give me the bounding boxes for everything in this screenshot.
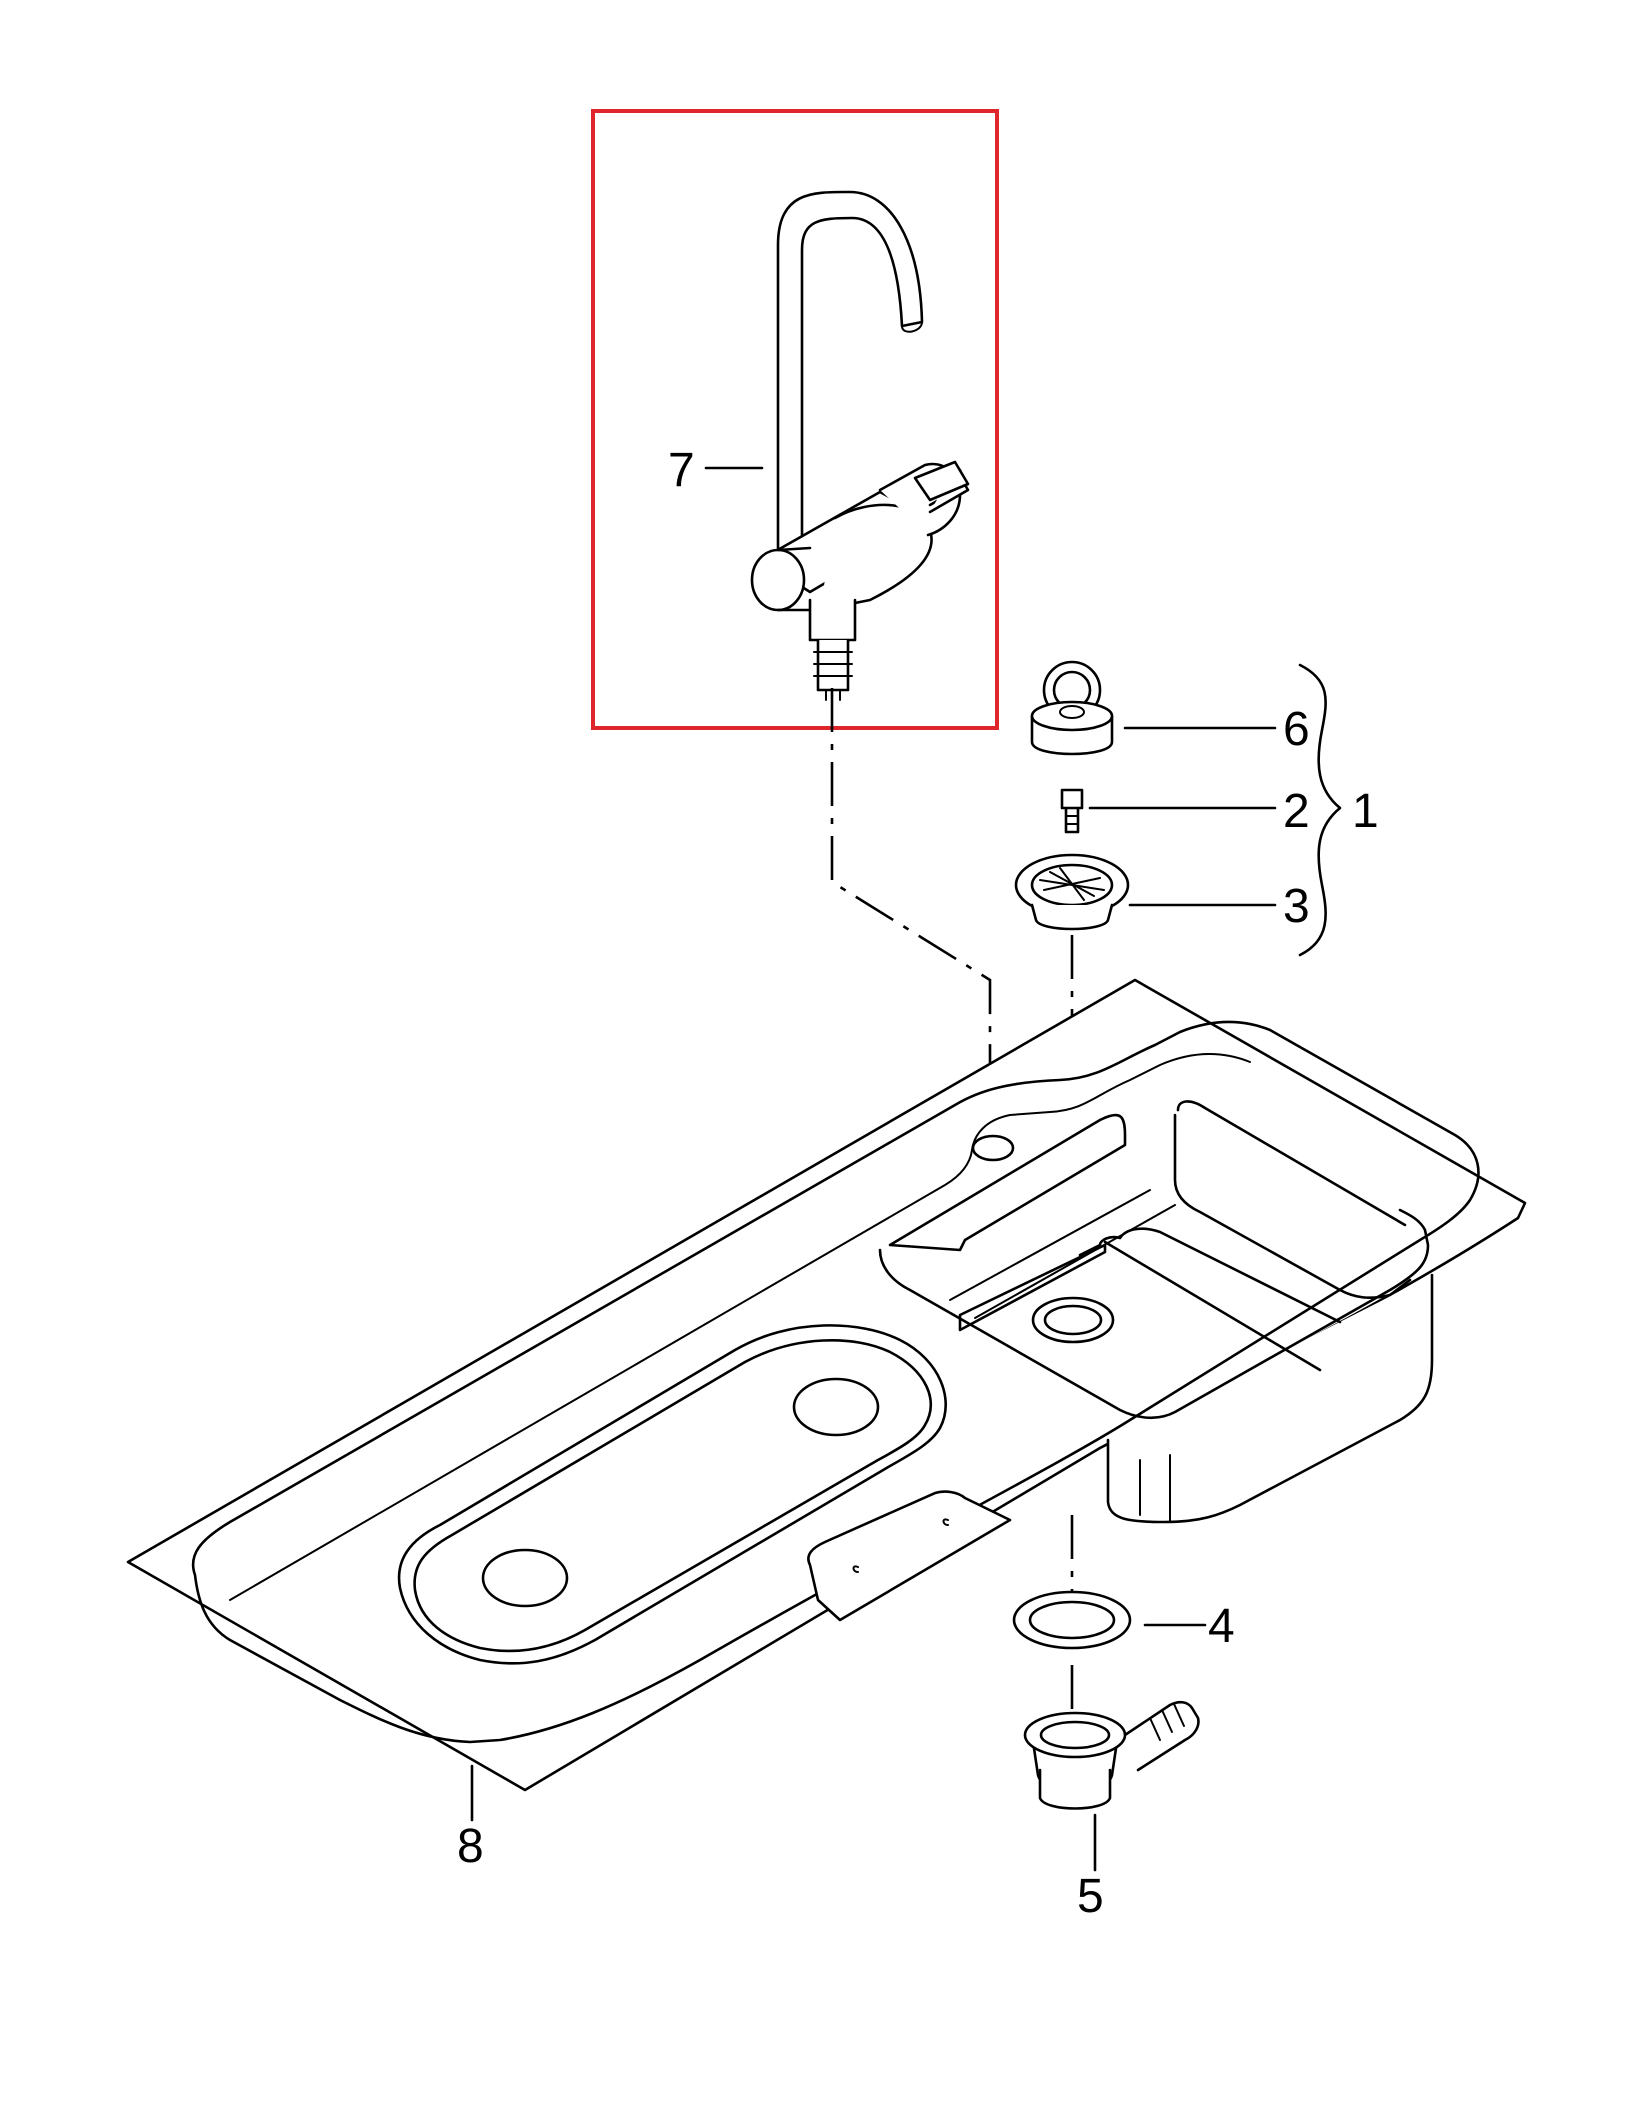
callout-8: 8 [457,1820,484,1873]
callout-5: 5 [1077,1870,1104,1923]
callout-7: 7 [668,444,695,497]
drain-outlet-part [1023,1700,1200,1810]
highlight-frame [591,109,999,730]
callout-1: 1 [1352,785,1379,838]
screw-part [1060,788,1084,834]
callout-2: 2 [1283,785,1310,838]
faucet-part [750,190,970,701]
strainer-part [1014,853,1130,931]
group-bracket [1298,663,1342,957]
callout-3: 3 [1283,880,1310,933]
callout-4: 4 [1208,1600,1235,1653]
plug-part [1030,660,1114,756]
callout-6: 6 [1283,703,1310,756]
sink-part [126,978,1527,1792]
seal-ring-part [1012,1590,1132,1650]
faucet-connector-line [830,688,992,1118]
